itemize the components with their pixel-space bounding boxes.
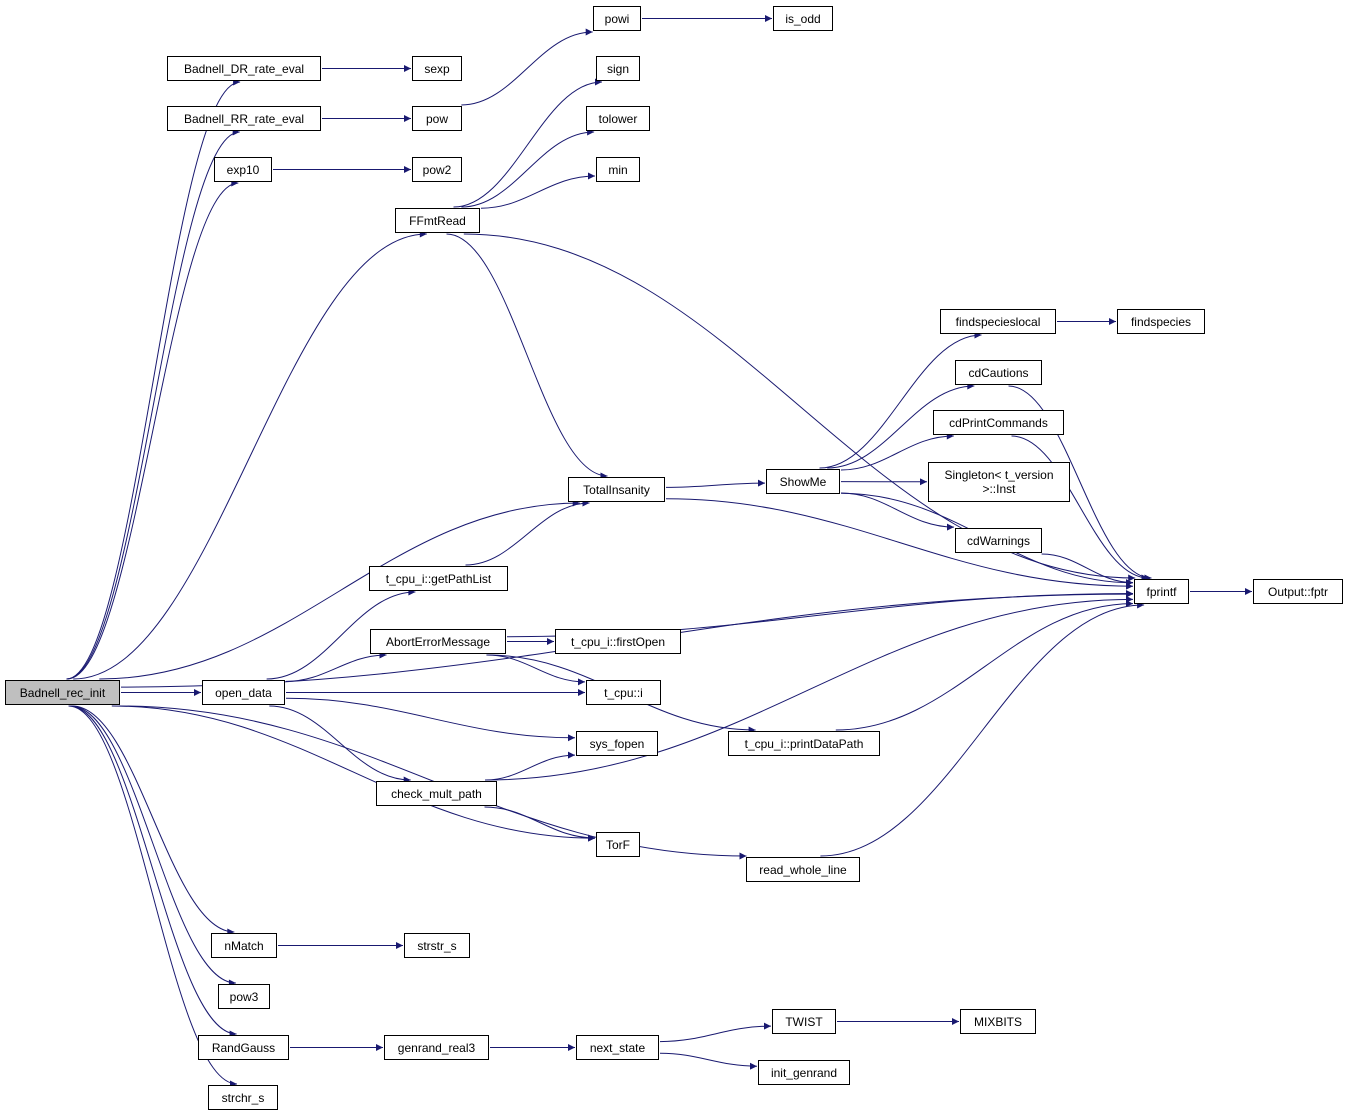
edge-pow-to-powi [461,28,593,106]
node-torf[interactable]: TorF [596,832,640,857]
edge-ffmt-to-ti [446,233,608,480]
node-strchr[interactable]: strchr_s [208,1085,278,1110]
node-pow3[interactable]: pow3 [218,984,270,1009]
edge-od-to-aem [285,651,387,682]
edge-root-to-nmatch [72,705,235,936]
node-ns[interactable]: next_state [576,1035,659,1060]
node-od[interactable]: open_data [202,680,285,705]
node-pdp[interactable]: t_cpu_i::printDataPath [728,731,880,756]
node-fs[interactable]: findspecies [1117,309,1205,334]
edge-ffmt-to-sign [453,78,603,208]
node-rr[interactable]: Badnell_RR_rate_eval [167,106,321,131]
node-showme[interactable]: ShowMe [766,469,840,494]
node-tolower[interactable]: tolower [586,106,650,131]
node-cdpc[interactable]: cdPrintCommands [933,410,1064,435]
edge-root-to-exp10 [67,179,239,680]
edge-cmp-to-fprintf [484,595,1134,781]
edge-cdw-to-fprintf [1041,553,1134,587]
node-cdw[interactable]: cdWarnings [955,528,1042,553]
node-dr[interactable]: Badnell_DR_rate_eval [167,56,321,81]
node-cdc[interactable]: cdCautions [955,360,1042,385]
edge-showme-to-cdw [840,492,955,531]
node-initg[interactable]: init_genrand [758,1060,850,1085]
node-fprintf[interactable]: fprintf [1134,579,1189,604]
edge-root-to-rr [66,128,240,680]
node-sign[interactable]: sign [596,56,640,81]
node-sexp[interactable]: sexp [412,56,462,81]
edge-ffmt-to-fprintf [463,233,1136,582]
edge-ti-to-showme [665,479,766,488]
edge-root-to-pow3 [70,705,236,987]
node-pow2[interactable]: pow2 [412,157,462,182]
edge-root-to-rg [69,705,237,1038]
edge-ns-to-initg [659,1052,758,1070]
node-tcpui[interactable]: t_cpu::i [586,680,661,705]
edge-showme-to-cdc [827,382,975,469]
node-ffmt[interactable]: FFmtRead [395,208,480,233]
edge-ffmt-to-min [480,172,596,209]
node-rwl[interactable]: read_whole_line [746,857,860,882]
edge-od-to-fopen [285,697,576,742]
edge-root-to-torf [111,705,596,842]
node-ti[interactable]: TotalInsanity [568,477,665,502]
edge-showme-to-fsl [819,331,982,469]
node-gpl[interactable]: t_cpu_i::getPathList [369,566,508,591]
node-mix[interactable]: MIXBITS [960,1009,1036,1034]
edge-gpl-to-ti [465,499,590,566]
edge-cdpc-to-fprintf [1011,435,1149,582]
edge-root-to-strchr [68,705,238,1088]
edge-cdc-to-fprintf [1008,385,1152,582]
node-twist[interactable]: TWIST [772,1009,836,1034]
edge-ns-to-twist [659,1022,772,1043]
node-fptr[interactable]: Output::fptr [1253,579,1343,604]
node-powi[interactable]: powi [593,6,641,31]
node-cmp[interactable]: check_mult_path [376,781,497,806]
node-aem[interactable]: AbortErrorMessage [370,629,506,654]
node-rg[interactable]: RandGauss [198,1035,289,1060]
edge-ffmt-to-tolower [461,128,595,208]
edge-rwl-to-fprintf [820,601,1145,857]
edge-cmp-to-fopen [485,751,576,781]
node-min[interactable]: min [596,157,640,182]
node-fsl[interactable]: findspecieslocal [940,309,1056,334]
node-fopen[interactable]: sys_fopen [576,731,658,756]
node-exp10[interactable]: exp10 [214,157,272,182]
edge-root-to-ffmt [73,230,427,680]
edge-cmp-to-torf [484,806,596,842]
edge-root-to-ti [99,499,580,680]
edge-pdp-to-fprintf [835,600,1134,731]
edge-ti-to-fprintf [665,498,1134,590]
edge-showme-to-cdpc [840,432,954,471]
edge-od-to-gpl [266,588,416,680]
node-isodd[interactable]: is_odd [773,6,833,31]
node-pow[interactable]: pow [412,106,462,131]
node-strstr[interactable]: strstr_s [404,933,470,958]
node-fo[interactable]: t_cpu_i::firstOpen [555,629,681,654]
node-sing[interactable]: Singleton< t_version >::Inst [928,462,1070,502]
edge-aem-to-tcpui [487,654,586,686]
node-gr3[interactable]: genrand_real3 [384,1035,489,1060]
node-nmatch[interactable]: nMatch [211,933,277,958]
node-root: Badnell_rec_init [5,680,120,705]
edge-od-to-cmp [269,705,411,784]
